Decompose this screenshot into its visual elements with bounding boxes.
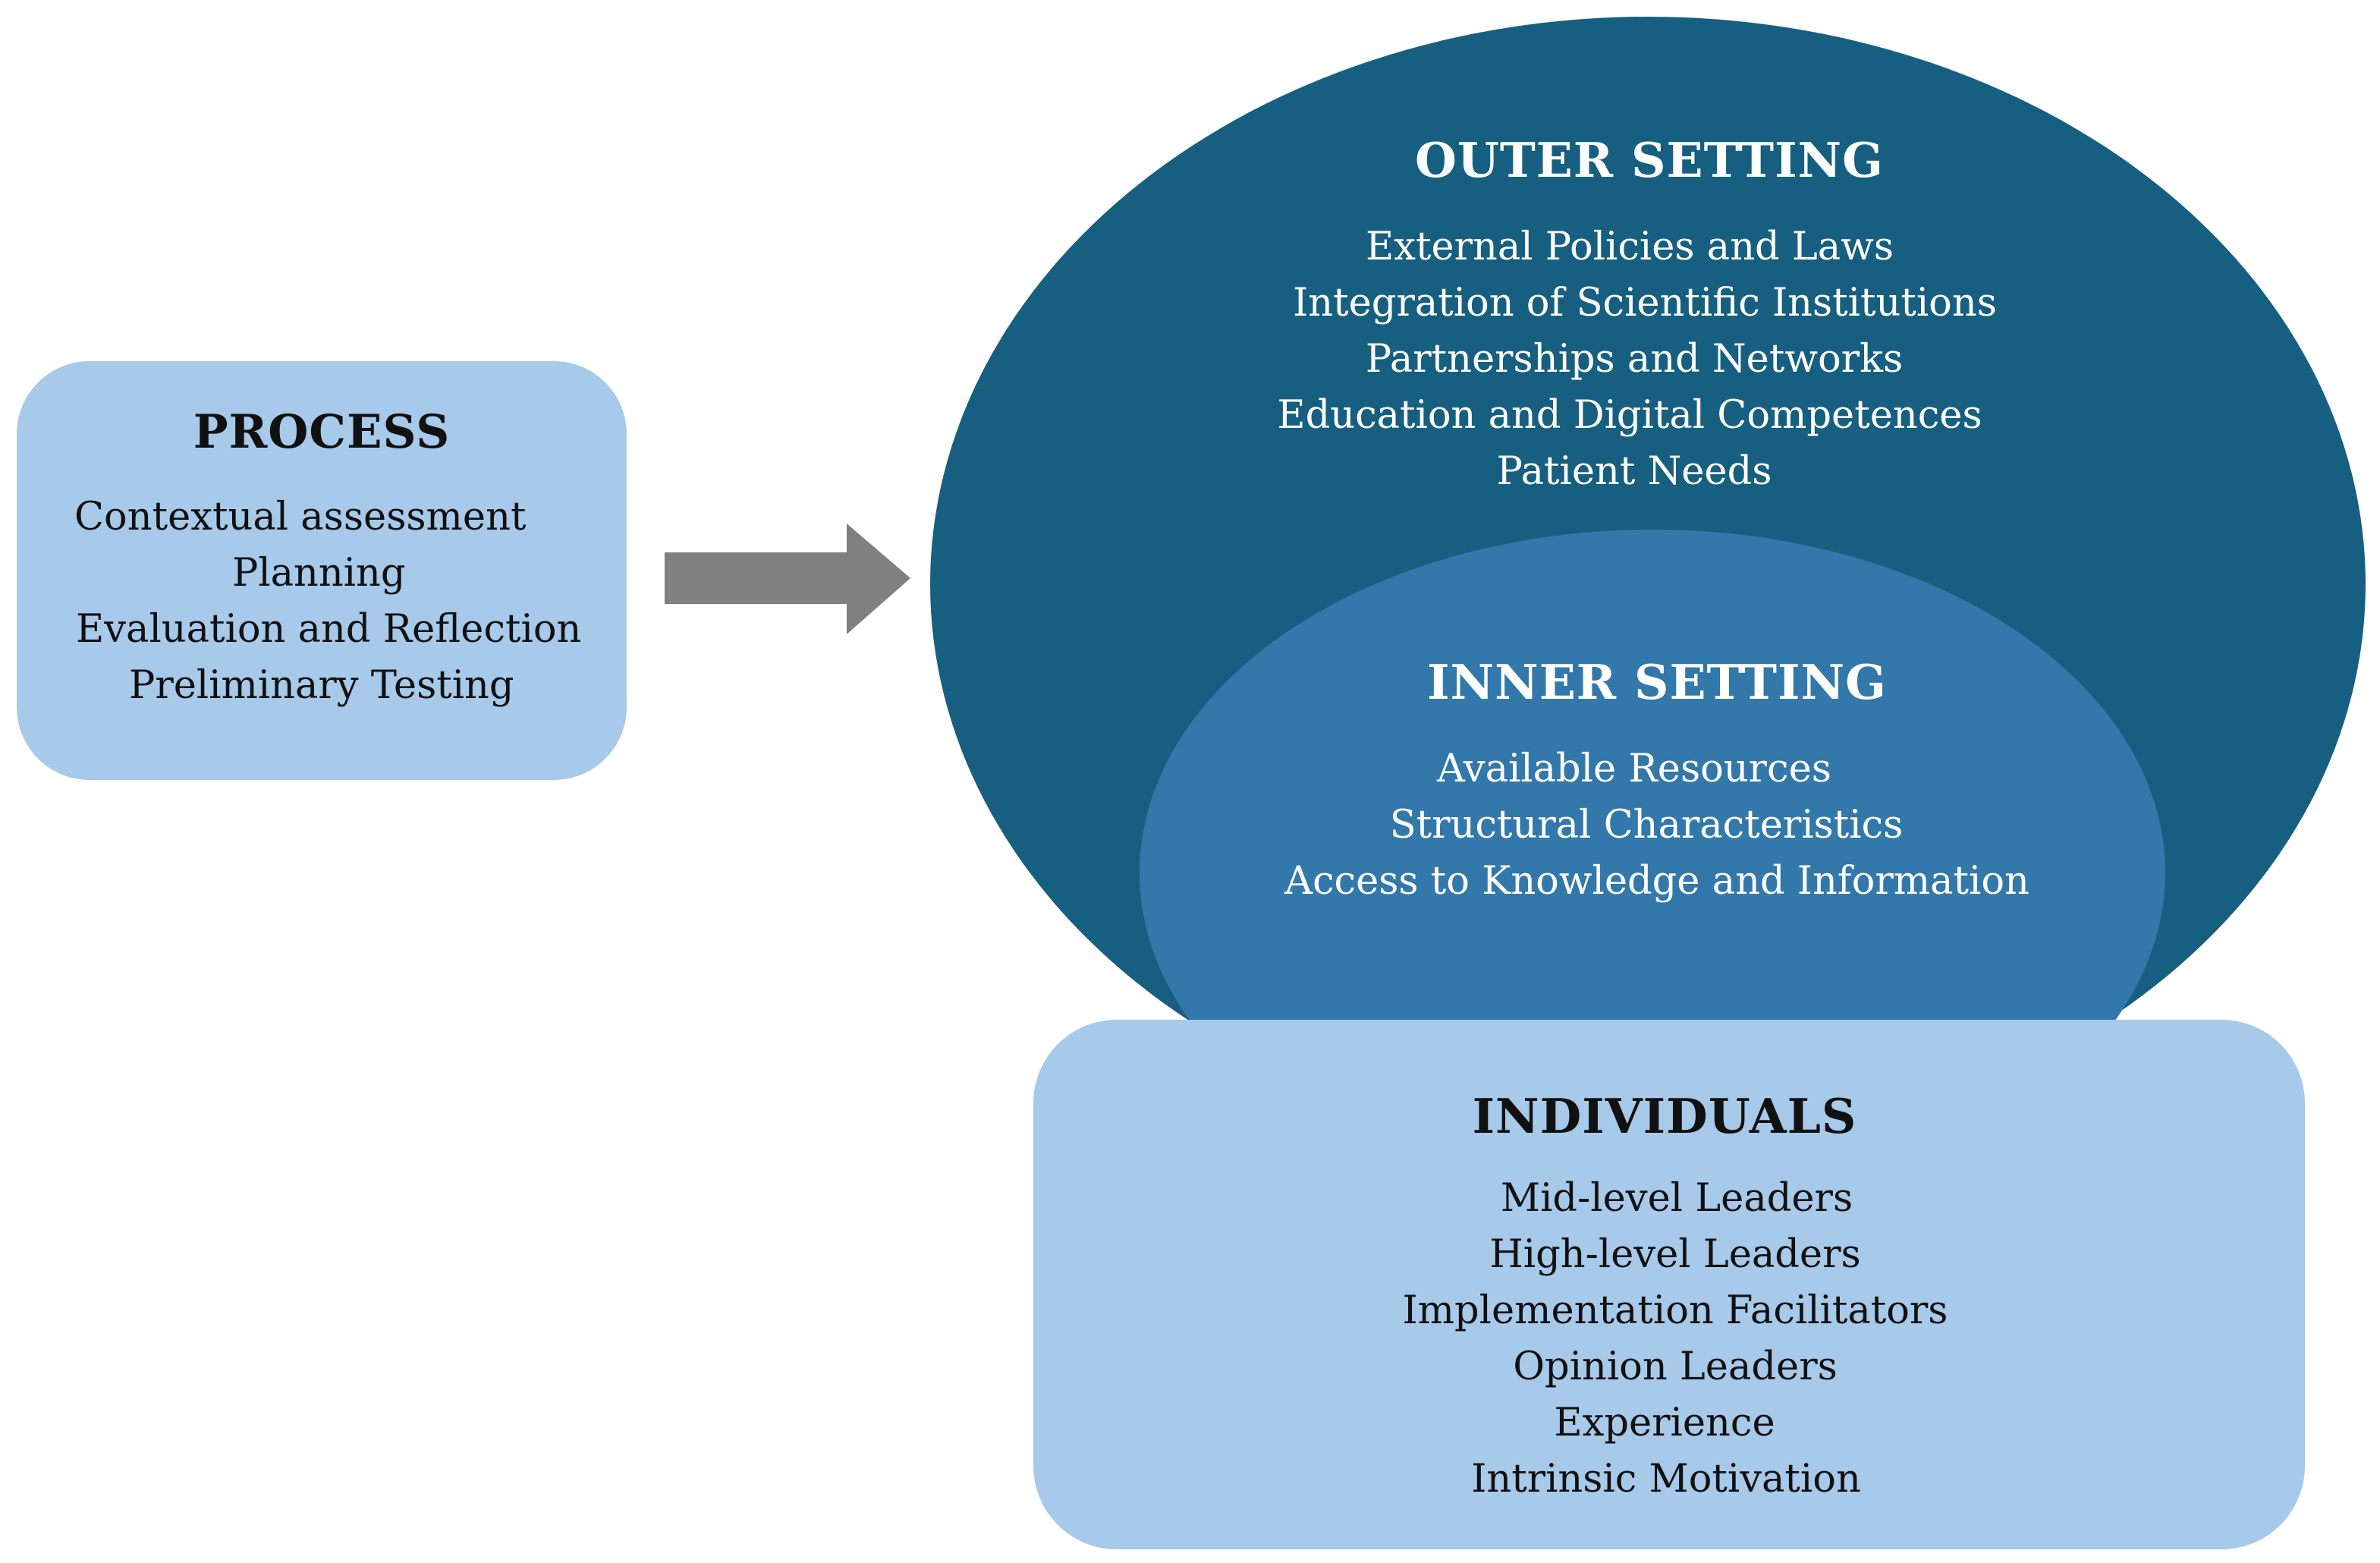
process-item: Evaluation and Reflection (76, 607, 582, 652)
process-box: PROCESS Contextual assessment Planning E… (17, 361, 627, 780)
process-title: PROCESS (193, 405, 451, 459)
outer-setting-title: OUTER SETTING (1415, 132, 1884, 188)
individuals-item: Intrinsic Motivation (1471, 1457, 1861, 1502)
process-item: Planning (232, 551, 406, 596)
individuals-item: Mid-level Leaders (1500, 1176, 1853, 1221)
outer-setting-item: Education and Digital Competences (1277, 393, 1982, 438)
process-item: Preliminary Testing (129, 663, 514, 708)
inner-setting-item: Structural Characteristics (1389, 803, 1904, 848)
individuals-item: Implementation Facilitators (1402, 1288, 1948, 1333)
inner-setting-item: Available Resources (1437, 747, 1831, 791)
outer-setting-item: Integration of Scientific Institutions (1293, 281, 1997, 325)
individuals-box: INDIVIDUALS Mid-level Leaders High-level… (1033, 1020, 2305, 1549)
individuals-item: High-level Leaders (1489, 1232, 1861, 1277)
individuals-item: Experience (1554, 1401, 1775, 1445)
outer-setting-item: External Policies and Laws (1365, 225, 1894, 269)
inner-setting-title: INNER SETTING (1427, 654, 1887, 710)
inner-setting-item: Access to Knowledge and Information (1284, 859, 2029, 904)
outer-setting-item: Partnerships and Networks (1365, 337, 1904, 382)
process-item: Contextual assessment (74, 495, 527, 539)
right-arrow-icon (665, 524, 910, 634)
individuals-item: Opinion Leaders (1513, 1344, 1838, 1389)
individuals-title: INDIVIDUALS (1472, 1088, 1857, 1144)
outer-setting-item: Patient Needs (1496, 449, 1772, 494)
